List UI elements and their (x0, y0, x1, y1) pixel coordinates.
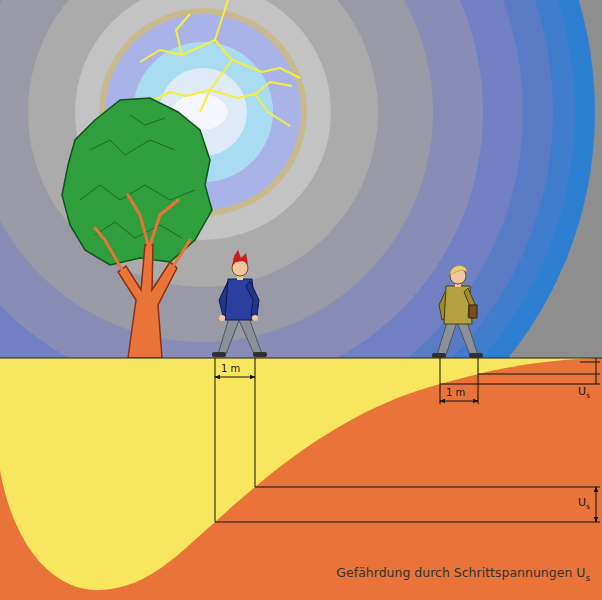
extension-line (440, 384, 600, 385)
extension-line (440, 358, 441, 404)
dimension-line (596, 487, 597, 522)
label-group: 1 m (221, 363, 240, 374)
caption: Gefährdung durch Schrittspannungen U (336, 565, 585, 580)
subscript-label: s (586, 391, 590, 400)
label-group: Gefährdung durch Schrittspannungen Us (336, 566, 590, 583)
subscript-label: s (586, 502, 590, 511)
dimension-label: 1 m (446, 387, 465, 398)
tree (62, 98, 212, 358)
lightning-branch (210, 90, 290, 126)
dimension-label: 1 m (221, 363, 240, 374)
dimension-label: U (578, 385, 586, 398)
extension-line (215, 358, 216, 522)
leg (437, 322, 457, 355)
person-far (432, 266, 483, 358)
leg (457, 322, 478, 355)
hair (232, 250, 248, 266)
leaf-line (80, 185, 195, 200)
tick-line (580, 362, 600, 363)
hand (252, 315, 258, 321)
subscript-label: s (585, 573, 590, 583)
leaf-line (95, 222, 182, 238)
hand (219, 315, 225, 321)
extension-line (255, 487, 600, 488)
ring (0, 0, 433, 342)
ground-line (0, 358, 602, 359)
dimension-line (215, 377, 255, 378)
lightning-branch (140, 40, 215, 62)
arm (246, 281, 259, 316)
shoe (253, 352, 267, 357)
shoe (432, 353, 446, 358)
tree-branches (95, 195, 190, 270)
leg (238, 318, 262, 354)
crown-detail (80, 115, 195, 238)
branch (174, 240, 190, 265)
tree-trunk (118, 245, 177, 358)
label-group: 1 m (446, 387, 465, 398)
ring (0, 0, 483, 392)
extension-line (215, 522, 600, 523)
potential-funnel (0, 358, 602, 590)
lightning-branch (150, 90, 210, 102)
leaf-line (130, 115, 165, 125)
lightning-branch (176, 14, 190, 55)
book (469, 305, 477, 318)
branch (149, 200, 178, 248)
dimension-lines (215, 358, 600, 522)
branch (95, 228, 122, 270)
branch (128, 195, 149, 248)
dimension-line (440, 401, 478, 402)
leaf-line (90, 140, 175, 155)
shoe (469, 353, 483, 358)
extension-line (478, 358, 479, 404)
ring (28, 0, 378, 287)
tree-crown (62, 98, 212, 265)
dimension-label: U (578, 496, 586, 509)
person-near-tree (212, 250, 267, 357)
label-group: Us (578, 497, 590, 512)
shoe (212, 352, 226, 357)
ground-soil (0, 358, 602, 600)
lightning-branch (232, 60, 300, 78)
hair (450, 266, 467, 275)
leg (218, 318, 240, 354)
label-group: Us (578, 386, 590, 401)
dimension-line (596, 358, 597, 384)
extension-line (478, 374, 600, 375)
lightning-branch (255, 82, 292, 94)
